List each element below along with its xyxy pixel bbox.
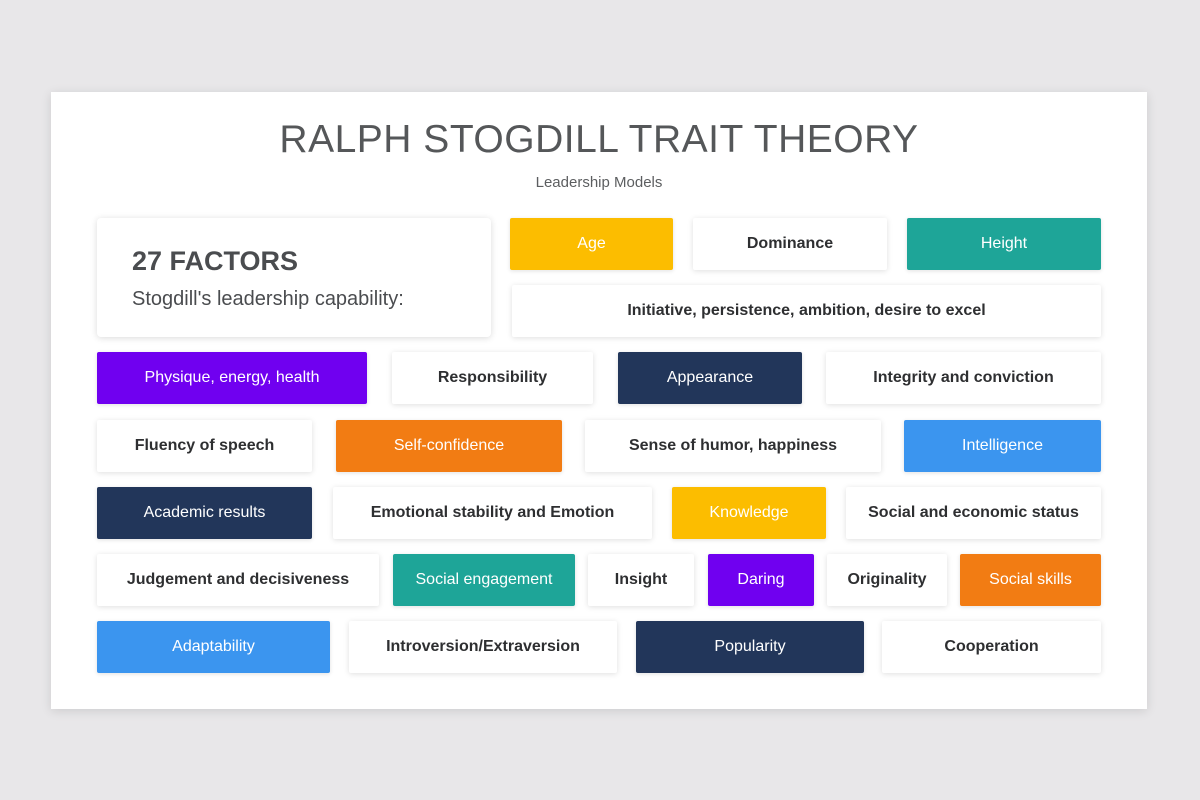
factor-daring: Daring [708,554,814,606]
factor-physique: Physique, energy, health [97,352,367,404]
slide-subtitle: Leadership Models [535,174,663,191]
factor-dominance: Dominance [693,218,887,270]
factor-popularity: Popularity [636,621,864,673]
factor-humor: Sense of humor, happiness [585,420,881,472]
intro-heading: 27 FACTORS [132,246,299,276]
factor-originality: Originality [827,554,947,606]
factor-social-skills: Social skills [960,554,1101,606]
slide-title: RALPH STOGDILL TRAIT THEORY [279,118,919,161]
factor-age: Age [510,218,673,270]
factor-fluency: Fluency of speech [97,420,312,472]
factor-appearance: Appearance [618,352,802,404]
factor-social-engagement: Social engagement [393,554,575,606]
factor-insight: Insight [588,554,694,606]
factor-introversion: Introversion/Extraversion [349,621,617,673]
slide: RALPH STOGDILL TRAIT THEORY Leadership M… [51,92,1147,709]
factor-self-confidence: Self-confidence [336,420,562,472]
factor-initiative: Initiative, persistence, ambition, desir… [512,285,1101,337]
intro-card: 27 FACTORS Stogdill's leadership capabil… [97,218,491,337]
factor-integrity: Integrity and conviction [826,352,1101,404]
factor-intelligence: Intelligence [904,420,1101,472]
factor-cooperation: Cooperation [882,621,1101,673]
factor-responsibility: Responsibility [392,352,593,404]
factor-adaptability: Adaptability [97,621,330,673]
factor-height: Height [907,218,1101,270]
factor-academic: Academic results [97,487,312,539]
factor-social-economic: Social and economic status [846,487,1101,539]
factor-judgement: Judgement and decisiveness [97,554,379,606]
factor-knowledge: Knowledge [672,487,826,539]
intro-text: Stogdill's leadership capability: [132,288,404,310]
factor-emotional: Emotional stability and Emotion [333,487,652,539]
